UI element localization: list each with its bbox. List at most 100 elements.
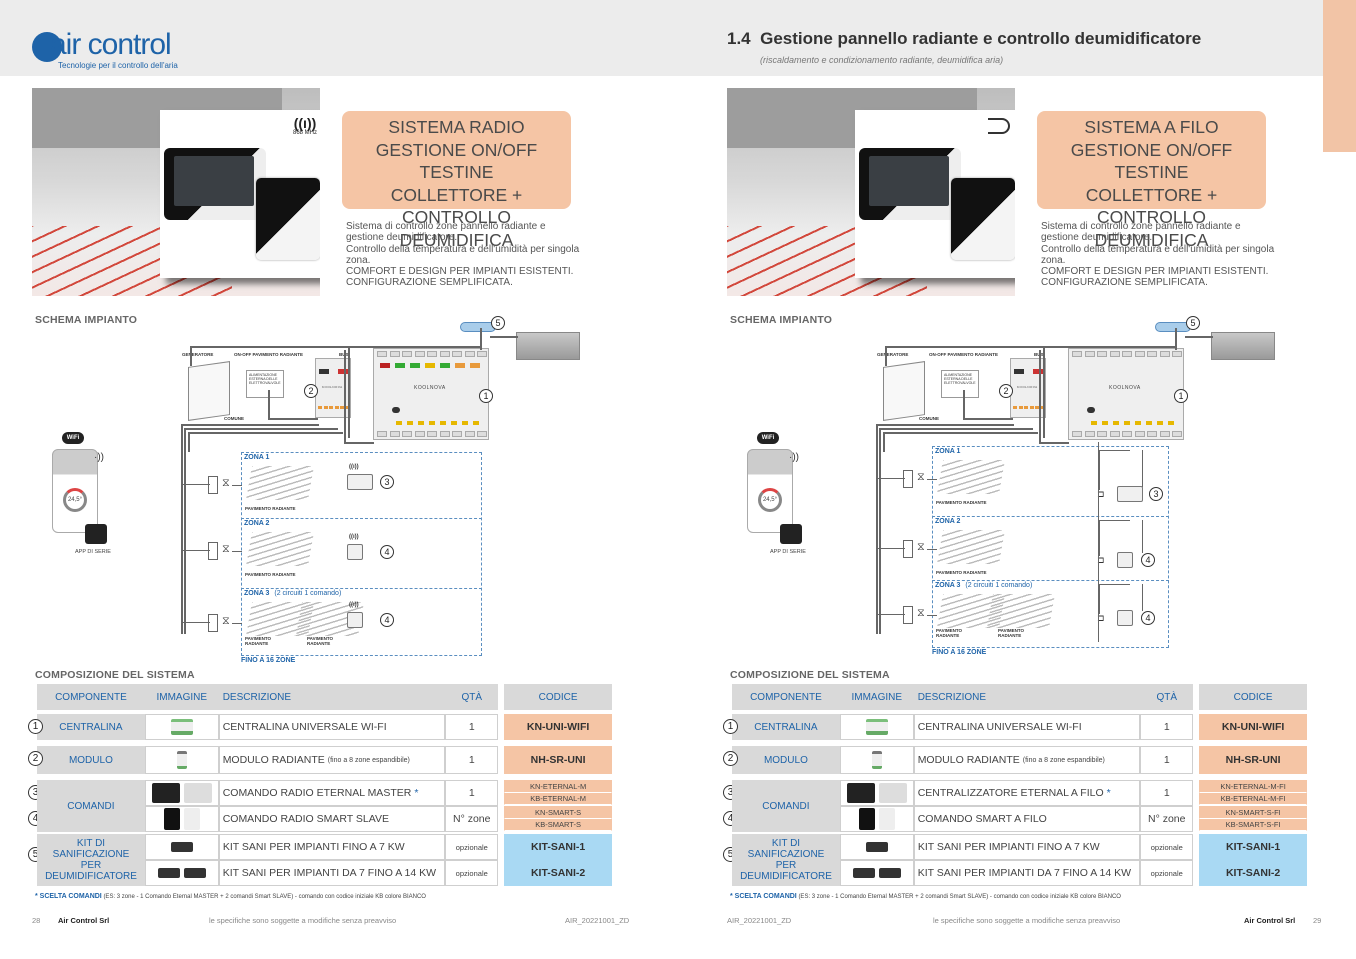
doc-code: AIR_20221001_ZD	[565, 916, 630, 925]
product-code: KIT-SANI-2	[1199, 860, 1307, 886]
company-name: Air Control Srl	[1244, 916, 1296, 925]
zone-terminal	[451, 421, 457, 425]
eternal-black-thumb	[151, 783, 180, 803]
quantity-cell: 1	[445, 714, 499, 740]
zone-label: ZONA 3 (2 circuiti 1 comando)	[935, 582, 1032, 589]
description-text: MODULO RADIANTE	[917, 754, 1020, 766]
floor-heating-label: PAVIMENTO RADIANTE	[307, 636, 334, 646]
description-text: KIT SANI PER IMPIANTI FINO A 7 KW	[917, 841, 1100, 853]
product-code: KB-ETERNAL-M	[504, 792, 613, 805]
zone-terminal	[1124, 421, 1130, 425]
section-title: 1.4 Gestione pannello radiante e control…	[727, 29, 1201, 49]
terminal-color	[395, 363, 405, 368]
led-indicator	[1014, 369, 1024, 374]
description-cell: CENTRALINA UNIVERSALE WI-FI	[218, 714, 446, 740]
wire-line	[184, 428, 338, 430]
terminal-block	[1084, 431, 1095, 437]
eternal-white-thumb	[878, 783, 907, 803]
wire-line	[1099, 450, 1101, 490]
app-label: APP DI SERIE	[75, 549, 111, 555]
product-code: KN-UNI-WIFI	[504, 714, 612, 740]
product-image-cell	[144, 746, 219, 774]
row-ref-badge: 1	[28, 719, 43, 734]
table-header-cell: IMMAGINE	[839, 684, 914, 710]
table-header-cell: DESCRIZIONE	[913, 684, 1141, 710]
floor-heating-label: PAVIMENTO RADIANTE	[936, 628, 963, 638]
wire-line	[1142, 584, 1144, 611]
zone-label: ZONA 2	[244, 520, 269, 527]
description-cell: CENTRALIZZATORE ETERNAL A FILO*	[913, 780, 1141, 806]
product-image-cell	[839, 806, 914, 832]
terminal-block	[402, 431, 412, 437]
table-header-cell: QTÀ	[445, 684, 499, 710]
thermostat-card	[855, 110, 1015, 278]
ref-badge-3: 3	[380, 475, 394, 489]
zone-label: ZONA 1	[935, 448, 960, 455]
wire-line	[1099, 520, 1101, 556]
floor-heating-coil	[937, 530, 1005, 564]
quantity-cell: 1	[1140, 780, 1194, 806]
max-zones-label: FINO A 16 ZONE	[241, 657, 296, 664]
quantity-cell: opzionale	[445, 834, 499, 860]
generator-label: GENERATORE	[182, 352, 214, 357]
component-cell: KIT DI SANIFICAZIONE PER DEUMIDIFICATORE	[732, 834, 840, 886]
led-indicator	[319, 369, 329, 374]
product-code: KB-SMART-S-FI	[1199, 818, 1308, 831]
wire-line	[232, 623, 242, 625]
zone-name: ZONA 3	[935, 582, 961, 589]
floor-heating-coil	[246, 532, 314, 566]
terminal-color	[440, 363, 450, 368]
wire-line	[963, 418, 1013, 420]
footnote-text: (ES: 3 zone - 1 Comando Eternal MASTER +…	[103, 894, 426, 900]
valve-icon: ⧖	[917, 471, 925, 483]
product-image-cell	[839, 746, 914, 774]
smart-white-thumb	[183, 808, 200, 830]
wire-line	[927, 549, 937, 551]
max-zones-label: FINO A 16 ZONE	[932, 649, 987, 656]
temperature-dial-icon: 24,5°	[63, 488, 87, 512]
wire-line	[877, 478, 905, 480]
zone-terminal	[418, 421, 424, 425]
terminal-block	[414, 351, 425, 357]
terminal-orange	[334, 406, 339, 409]
system-title-line: COLLETTORE + CONTROLLO	[390, 184, 523, 228]
terminal-block	[1159, 431, 1170, 437]
header-bar	[0, 0, 1356, 76]
description-text: CENTRALINA UNIVERSALE WI-FI	[917, 721, 1082, 733]
smart-black-thumb	[858, 808, 875, 830]
floor-heating-label: PAVIMENTO RADIANTE	[936, 570, 987, 575]
terminal-block	[1072, 431, 1082, 437]
wire-line	[1175, 328, 1177, 350]
sani-kit-thumb	[183, 868, 206, 878]
description-line: zona.	[346, 254, 371, 266]
wall-controller	[1117, 610, 1133, 626]
zone-terminal	[1157, 421, 1163, 425]
wire-line	[184, 428, 186, 634]
zone-label: ZONA 2	[935, 518, 960, 525]
logo-tagline: Tecnologie per il controllo dell'aria	[58, 61, 178, 70]
wire-line	[190, 346, 480, 348]
quantity-cell: opzionale	[1140, 860, 1194, 886]
wire-line	[876, 424, 1014, 426]
central-unit: KOOLNOVA	[1068, 348, 1184, 440]
terminal-block	[377, 351, 387, 357]
wire-line	[232, 551, 242, 553]
description-cell: MODULO RADIANTE(fino a 8 zone espandibil…	[913, 746, 1141, 774]
zones-container	[932, 446, 1169, 648]
description-text: CENTRALIZZATORE ETERNAL A FILO	[917, 787, 1104, 799]
description-text: KIT SANI PER IMPIANTI FINO A 7 KW	[222, 841, 405, 853]
zone-terminal	[440, 421, 446, 425]
terminal-block	[1172, 351, 1182, 357]
sani-kit-thumb	[878, 868, 901, 878]
wifi-logo-icon	[392, 407, 400, 413]
wire-line	[1039, 442, 1069, 444]
table-row: KIT DI SANIFICAZIONE PER DEUMIDIFICATORE…	[732, 834, 1307, 886]
section-tab	[1323, 0, 1356, 152]
zone-terminal	[396, 421, 402, 425]
wire-line	[181, 424, 319, 426]
